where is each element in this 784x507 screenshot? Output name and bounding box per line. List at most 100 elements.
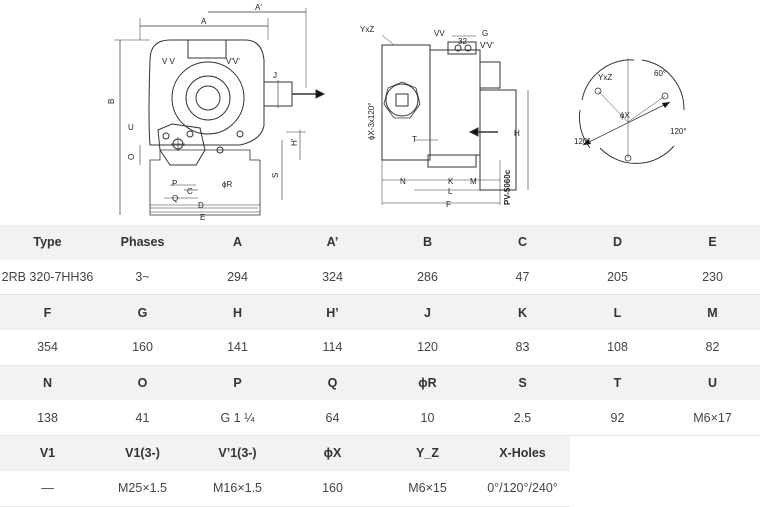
label-32: 32 [458,37,467,46]
label-phi-r: ϕR [222,180,232,189]
label-phi-x-holes: ϕX-3x120° [367,103,376,140]
table-cell: M6×15 [380,470,475,507]
header-cell: C [475,225,570,260]
label-q: Q [172,194,178,203]
table-cell: M25×1.5 [95,470,190,507]
label-120deg-left: 120° [574,137,591,146]
header-cell: N [0,365,95,401]
label-v-prime-top: V'V' [480,41,494,50]
label-n: N [400,177,406,186]
header-cell: P [190,365,285,401]
label-phi-x: ϕX [620,111,630,120]
header-cell: M [665,294,760,331]
table-cell: 205 [570,259,665,296]
right-view-labels: YxZ 60° ϕX 120° 120° [574,69,687,146]
header-cell: L [570,294,665,331]
header-cell: T [570,365,665,401]
header-cell: E [665,225,760,260]
header-cell: F [0,294,95,331]
label-pv-code: PV-5060c [503,169,512,205]
label-o: O [127,154,136,160]
table-cell: 354 [0,330,95,366]
header-cell: X-Holes [475,435,570,471]
technical-drawing: A A' B V V V'V' J U O P C Q D E ϕR S H' … [0,0,784,225]
table-cell: 83 [475,330,570,366]
table-cell: 92 [570,400,665,437]
label-m: M [470,177,477,186]
header-cell: G [95,294,190,331]
table-cell: 324 [285,259,380,296]
header-cell: U [665,365,760,401]
middle-view [381,34,529,205]
label-p: P [172,179,177,188]
label-yxz: YxZ [360,25,374,34]
table-cell: 3~ [95,259,190,296]
table-cell: 47 [475,259,570,296]
label-yxz-right: YxZ [598,73,612,82]
label-f: F [446,200,451,209]
table-cell: 82 [665,330,760,366]
label-v-prime: V'V' [226,57,240,66]
header-cell: A [190,225,285,260]
header-cell: Y_Z [380,435,475,471]
table-cell: M6×17 [665,400,760,437]
label-vv-top: VV [434,29,445,38]
header-cell: A’ [285,225,380,260]
label-d: D [198,201,204,210]
drawing-svg: A A' B V V V'V' J U O P C Q D E ϕR S H' … [107,3,687,222]
table-cell: M16×1.5 [190,470,285,507]
header-cell [665,435,760,471]
table-cell: 160 [95,330,190,366]
table-cell: 294 [190,259,285,296]
table-cell: — [0,470,95,507]
header-cell: S [475,365,570,401]
header-cell: D [570,225,665,260]
header-cell: ϕR [380,365,475,401]
table-cell: 114 [285,330,380,366]
middle-view-labels: YxZ VV 32 G V'V' ϕX-3x120° T H N L K M F… [360,25,520,209]
header-cell [570,435,665,471]
label-h-prime: H' [290,138,299,146]
label-c: C [187,187,193,196]
header-cell: ϕX [285,435,380,471]
header-cell: K [475,294,570,331]
table-cell: G 1 ¼ [190,400,285,437]
header-cell: H’ [285,294,380,331]
label-h: H [514,129,520,138]
label-e: E [200,213,205,222]
table-cell: 64 [285,400,380,437]
label-60deg: 60° [654,69,666,78]
table-cell: 286 [380,259,475,296]
header-cell: Type [0,225,95,260]
header-cell: B [380,225,475,260]
label-k: K [448,177,454,186]
label-t: T [412,135,417,144]
table-cell: 230 [665,259,760,296]
table-cell: 0°/120°/240° [475,470,570,507]
table-cell: 141 [190,330,285,366]
left-view-labels: A A' B V V V'V' J U O P C Q D E ϕR S H' [107,3,299,222]
label-j: J [273,71,277,80]
label-u: U [128,123,134,132]
header-cell: H [190,294,285,331]
label-l: L [448,187,453,196]
header-cell: O [95,365,190,401]
left-view [114,8,326,216]
label-b: B [107,99,116,104]
label-120deg-right: 120° [670,127,687,136]
label-a: A [201,17,207,26]
header-cell: J [380,294,475,331]
table-cell [570,470,665,506]
label-s: S [271,173,280,178]
table-cell: 2.5 [475,400,570,437]
label-vv: V V [162,57,176,66]
label-a-prime: A' [255,3,262,12]
